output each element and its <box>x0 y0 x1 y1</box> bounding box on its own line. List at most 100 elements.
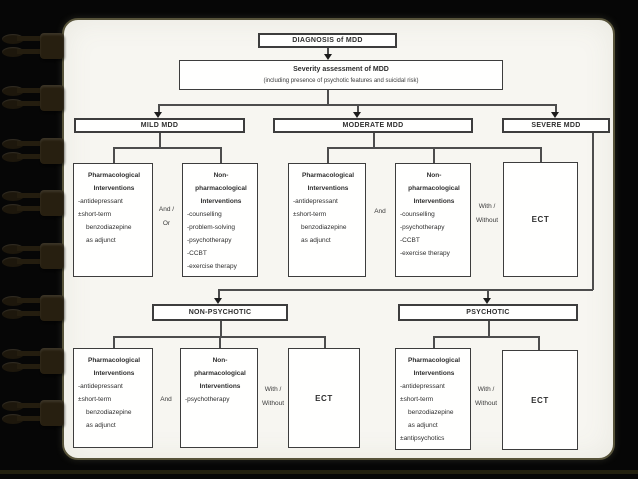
arrow-head-icon <box>324 54 332 60</box>
desk-edge <box>0 470 638 474</box>
list-item: -psychotherapy <box>187 237 232 244</box>
list-item: as adjunct <box>301 237 331 244</box>
ring-bar <box>17 141 43 146</box>
moderate-mdd-node: MODERATE MDD <box>273 118 473 133</box>
box-title: Pharmacological <box>407 357 461 364</box>
list-item: benzodiazepine <box>86 224 132 231</box>
box-title: Non- <box>426 172 442 179</box>
label-line: With / <box>264 386 282 393</box>
ring-staple <box>40 138 64 164</box>
box-title: Interventions <box>93 185 135 192</box>
connector-line <box>433 336 435 348</box>
ring-bar <box>17 351 43 356</box>
list-item: benzodiazepine <box>408 409 454 416</box>
box-title: Pharmacological <box>87 172 141 179</box>
list-item: as adjunct <box>86 422 116 429</box>
non-psychotic-nonpharmacological-box: Non- pharmacological Interventions -psyc… <box>180 348 258 448</box>
connector-line <box>592 133 594 290</box>
moderate-ect-connector-label: With / Without <box>470 200 504 228</box>
list-item: -CCBT <box>187 250 207 257</box>
box-title: Non- <box>213 172 229 179</box>
spiral-ring <box>2 348 64 374</box>
mild-pharmacological-box: Pharmacological Interventions -antidepre… <box>73 163 153 277</box>
ring-loop-icon <box>2 152 24 162</box>
spiral-ring <box>2 33 64 59</box>
list-item: -counselling <box>187 211 222 218</box>
box-title: Interventions <box>93 370 135 377</box>
label-line: Without <box>474 400 498 407</box>
label-line: Or <box>162 220 171 227</box>
list-item: ±antipsychotics <box>400 435 445 442</box>
list-item: -exercise therapy <box>187 263 237 270</box>
list-item: benzodiazepine <box>86 409 132 416</box>
mild-nonpharmacological-box: Non- pharmacological Interventions -coun… <box>182 163 258 277</box>
box-title: Non- <box>212 357 228 364</box>
connector-line <box>487 289 489 299</box>
connector-line <box>113 147 115 163</box>
spiral-ring <box>2 85 64 111</box>
connector-line <box>220 321 222 336</box>
non-psychotic-connector-label: And <box>152 393 180 407</box>
connector-line <box>113 336 115 348</box>
box-title: Pharmacological <box>301 172 355 179</box>
connector-line <box>113 147 221 149</box>
connector-line <box>218 289 220 299</box>
diagnosis-node: DIAGNOSIS of MDD <box>258 33 397 48</box>
list-item: ±short-term <box>293 211 327 218</box>
spiral-ring <box>2 243 64 269</box>
connector-line <box>540 147 542 162</box>
label-line: With / <box>477 386 495 393</box>
list-item: as adjunct <box>86 237 116 244</box>
connector-line <box>488 321 490 336</box>
ring-loop-icon <box>2 296 24 306</box>
psychotic-ect-connector-label: With / Without <box>468 383 504 411</box>
arrow-head-icon <box>214 298 222 304</box>
ring-loop-icon <box>2 191 24 201</box>
ring-loop-icon <box>2 414 24 424</box>
list-item: -counselling <box>400 211 435 218</box>
list-item: -antidepressant <box>78 198 123 205</box>
severity-title: Severity assessment of MDD <box>293 65 389 73</box>
moderate-nonpharmacological-box: Non- pharmacological Interventions -coun… <box>395 163 471 277</box>
ring-bar <box>17 88 43 93</box>
connector-line <box>538 336 540 350</box>
spiral-ring <box>2 400 64 426</box>
psychotic-node: PSYCHOTIC <box>398 304 578 321</box>
label-line: And <box>160 396 172 403</box>
box-title: Interventions <box>199 383 241 390</box>
ring-loop-icon <box>2 99 24 109</box>
list-item: ±short-term <box>78 211 112 218</box>
ring-loop-icon <box>2 204 24 214</box>
connector-line <box>218 289 593 291</box>
ring-loop-icon <box>2 86 24 96</box>
non-psychotic-pharmacological-box: Pharmacological Interventions -antidepre… <box>73 348 153 448</box>
list-item: -psychotherapy <box>400 224 445 231</box>
ring-loop-icon <box>2 47 24 57</box>
list-item: as adjunct <box>408 422 438 429</box>
non-psychotic-ect-box: ECT <box>288 348 360 448</box>
ring-bar <box>17 101 43 106</box>
label-line: And <box>374 208 386 215</box>
ring-bar <box>17 416 43 421</box>
box-title: Interventions <box>413 370 455 377</box>
non-psychotic-node: NON-PSYCHOTIC <box>152 304 288 321</box>
list-item: ±short-term <box>78 396 112 403</box>
connector-line <box>219 336 221 348</box>
non-psychotic-ect-connector-label: With / Without <box>256 383 290 411</box>
list-item: -problem-solving <box>187 224 236 231</box>
spiral-ring <box>2 138 64 164</box>
ring-bar <box>17 49 43 54</box>
list-item: -antidepressant <box>78 383 123 390</box>
ring-bar <box>17 36 43 41</box>
list-item: -psychotherapy <box>185 396 230 403</box>
ring-loop-icon <box>2 349 24 359</box>
arrow-head-icon <box>551 112 559 118</box>
moderate-pharmacological-box: Pharmacological Interventions -antidepre… <box>288 163 366 277</box>
moderate-connector-label: And <box>366 205 394 219</box>
ring-staple <box>40 85 64 111</box>
box-title: Pharmacological <box>87 357 141 364</box>
severity-subtitle: (including presence of psychotic feature… <box>263 77 419 84</box>
ring-loop-icon <box>2 244 24 254</box>
connector-line <box>327 48 329 55</box>
